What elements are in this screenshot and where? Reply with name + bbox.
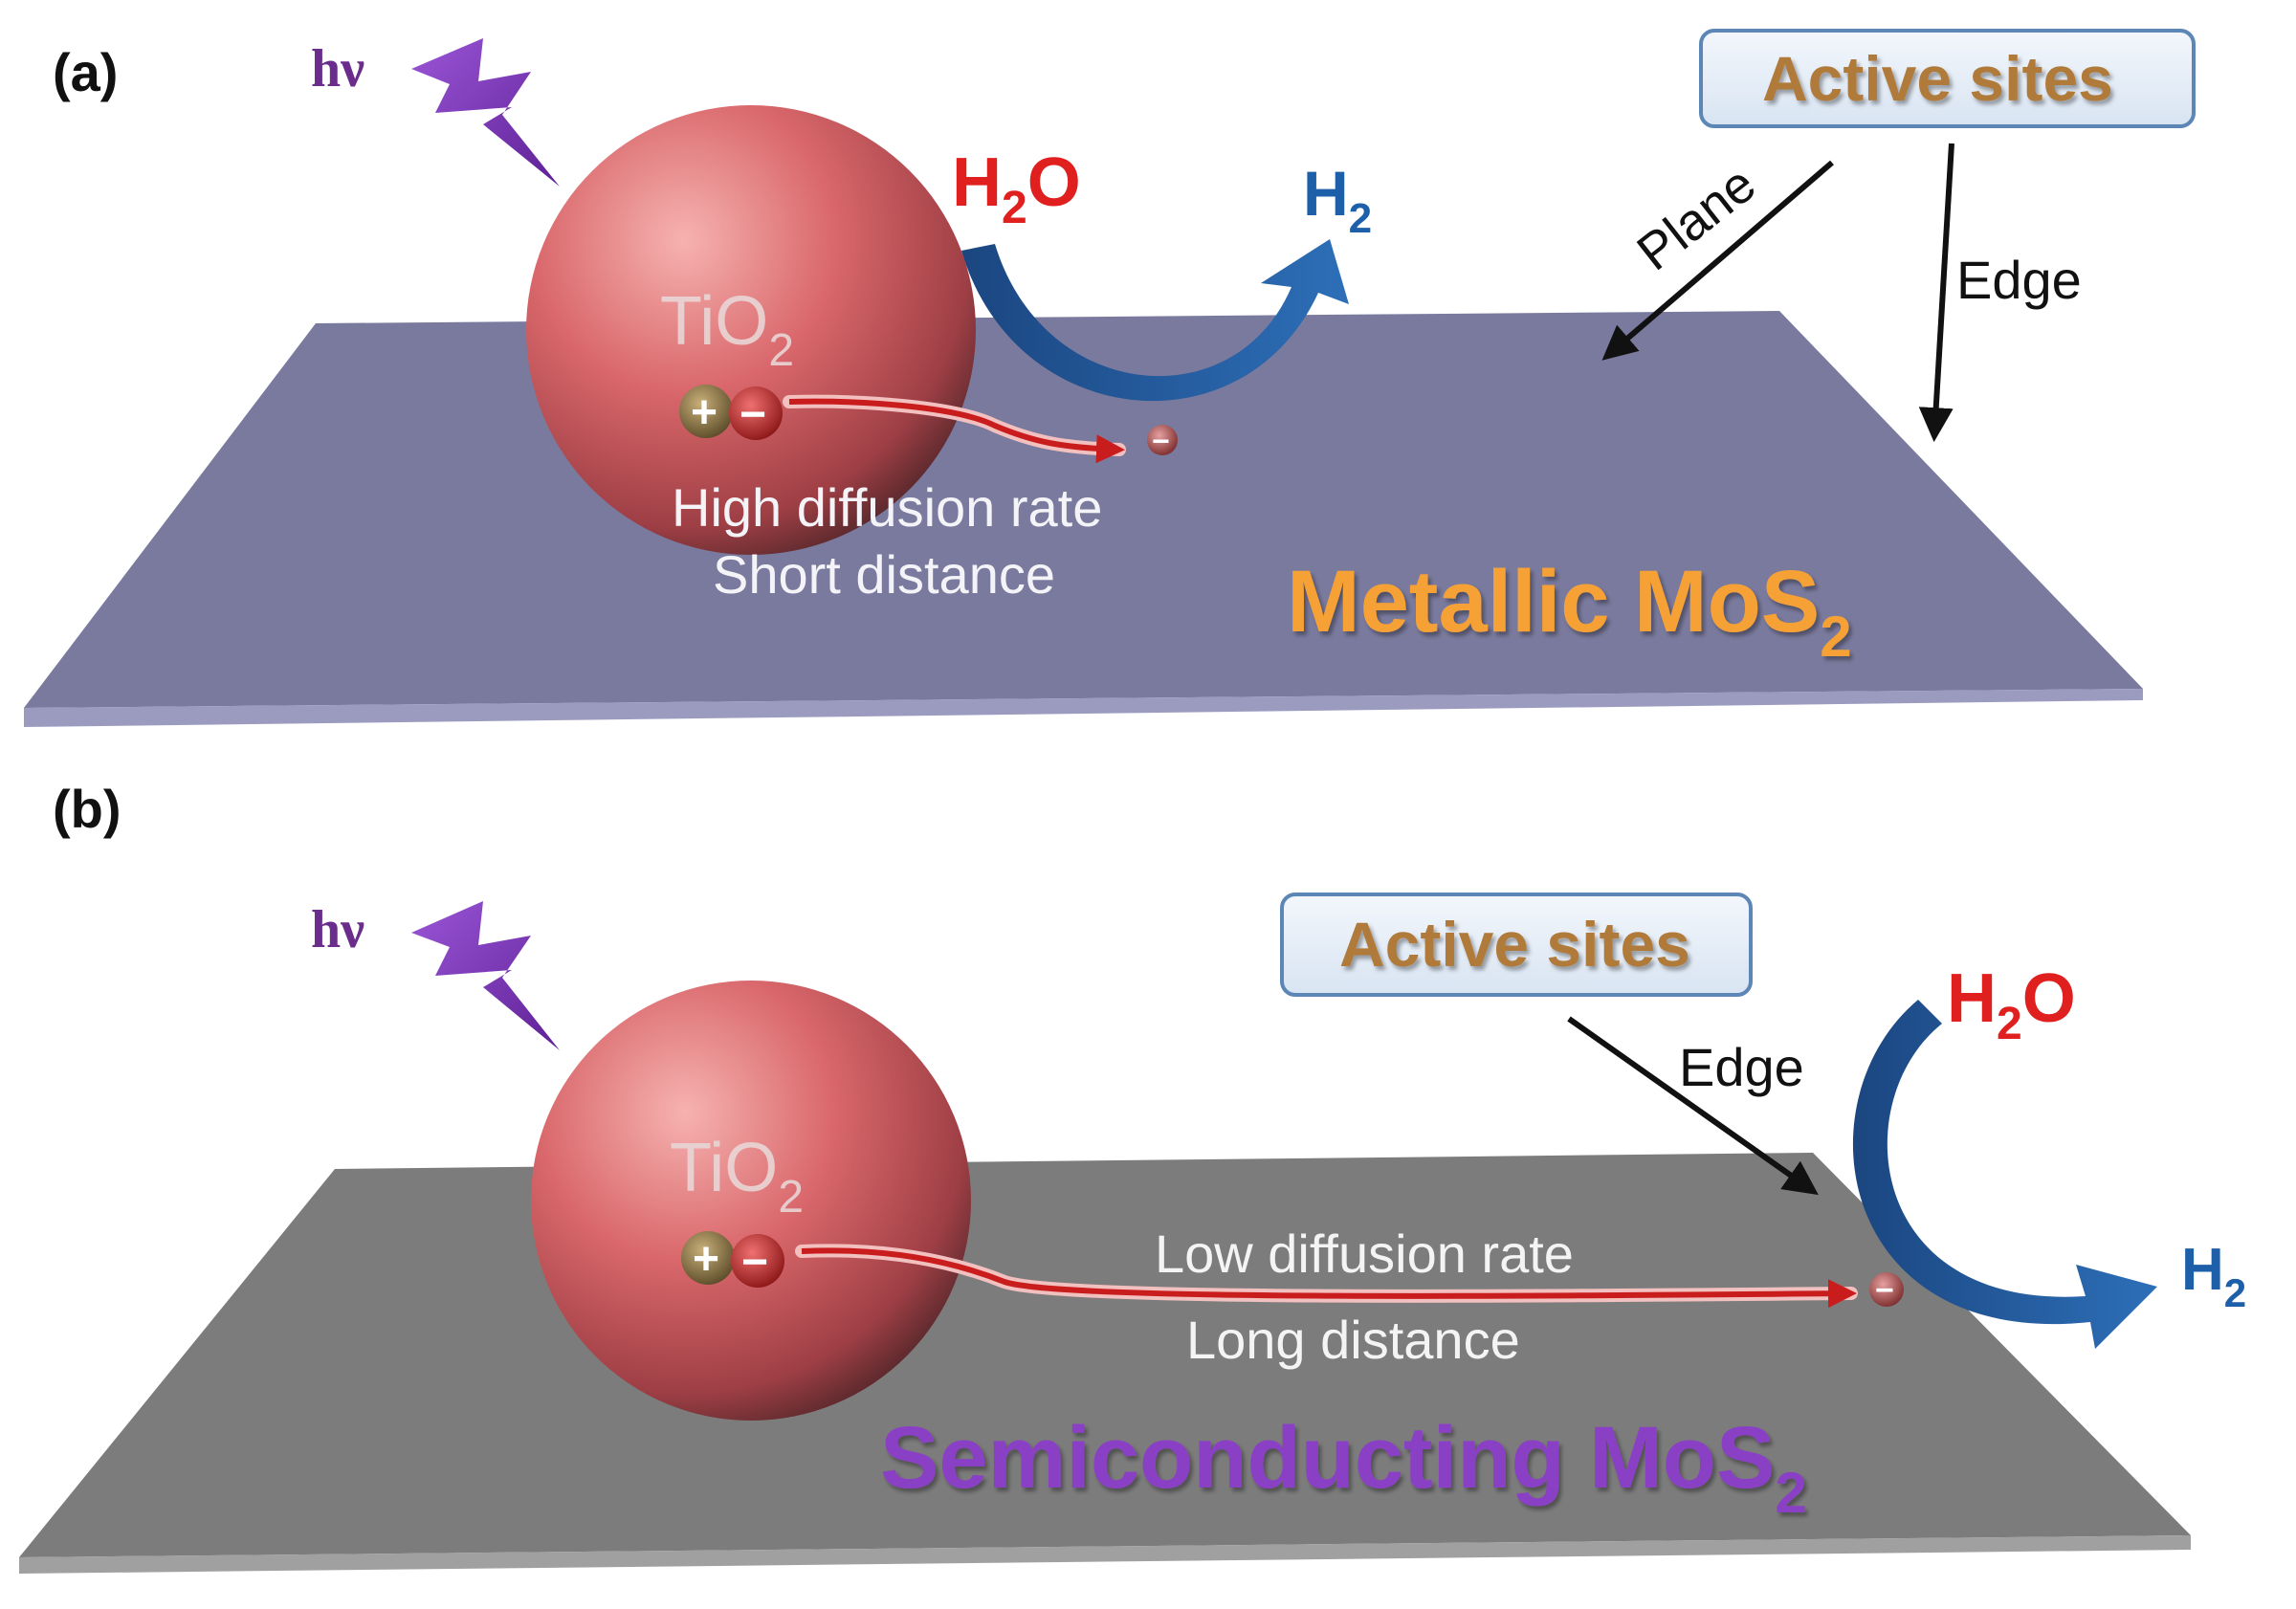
hole-icon-a (679, 385, 733, 438)
edge-arrow-a (1918, 143, 1954, 443)
diffusion-distance-label-a: Short distance (713, 544, 1055, 605)
hole-sign-a: + (691, 387, 718, 438)
panel-b-label: (b) (53, 779, 121, 839)
tio2-sphere-a (526, 105, 976, 555)
electron-icon-a (729, 386, 783, 440)
panel-b: (b) hν TiO2 + − − Low diffusion rate Lon… (19, 779, 2246, 1574)
h2o-label-a: H2O (952, 144, 1081, 233)
tio2-sphere-b (531, 981, 971, 1421)
h2o-to-h2-curved-arrow-a (961, 239, 1349, 402)
active-sites-box-b (1280, 893, 1753, 997)
electron-icon-b (731, 1234, 784, 1288)
hv-label-b: hν (311, 900, 364, 959)
active-sites-label-b: Active sites (1339, 909, 1690, 980)
lightning-bolt-icon-b (411, 901, 560, 1050)
active-sites-box-a (1699, 29, 2196, 128)
tio2-label-a: TiO2 (660, 283, 794, 376)
panel-a: (a) hν TiO2 + − − H2O H2 Hig (24, 29, 2196, 727)
panel-a-label: (a) (53, 42, 118, 102)
electron-sign-a: − (740, 389, 766, 440)
semiconducting-mos2-label: Semiconducting MoS2 (880, 1409, 1807, 1525)
h2-label-b: H2 (2181, 1237, 2246, 1315)
active-sites-label-a: Active sites (1762, 43, 2113, 114)
h2-label-a: H2 (1303, 158, 1372, 242)
edge-label-b: Edge (1679, 1037, 1804, 1097)
semiconducting-mos2-slab-edge (19, 1535, 2191, 1574)
electron-path-arrow-b (801, 1247, 1857, 1309)
edge-label-a: Edge (1956, 250, 2082, 310)
h2o-label-b: H2O (1947, 960, 2076, 1049)
diffusion-rate-label-b: Low diffusion rate (1155, 1223, 1574, 1284)
tio2-label-b: TiO2 (670, 1130, 804, 1223)
lightning-bolt-icon-a (411, 38, 560, 187)
plane-arrow-a (1601, 160, 1834, 361)
hv-label-a: hν (311, 39, 364, 99)
hole-sign-b: + (693, 1234, 719, 1285)
h2o-to-h2-curved-arrow-b (1852, 1000, 2157, 1349)
electron-sign-b: − (741, 1237, 768, 1288)
transferred-electron-sign-a: − (1152, 424, 1170, 458)
diffusion-rate-label-a: High diffusion rate (672, 477, 1102, 538)
metallic-mos2-label: Metallic MoS2 (1287, 553, 1852, 669)
transferred-electron-icon-a (1147, 425, 1178, 455)
electron-path-arrow-a (788, 398, 1125, 464)
hole-icon-b (681, 1231, 735, 1285)
plane-label-a: Plane (1626, 155, 1766, 281)
diffusion-distance-label-b: Long distance (1186, 1310, 1520, 1370)
transferred-electron-sign-b: − (1875, 1272, 1894, 1309)
edge-arrow-b (1567, 1016, 1819, 1196)
metallic-mos2-slab-edge (24, 689, 2143, 727)
transferred-electron-icon-b (1869, 1272, 1904, 1307)
